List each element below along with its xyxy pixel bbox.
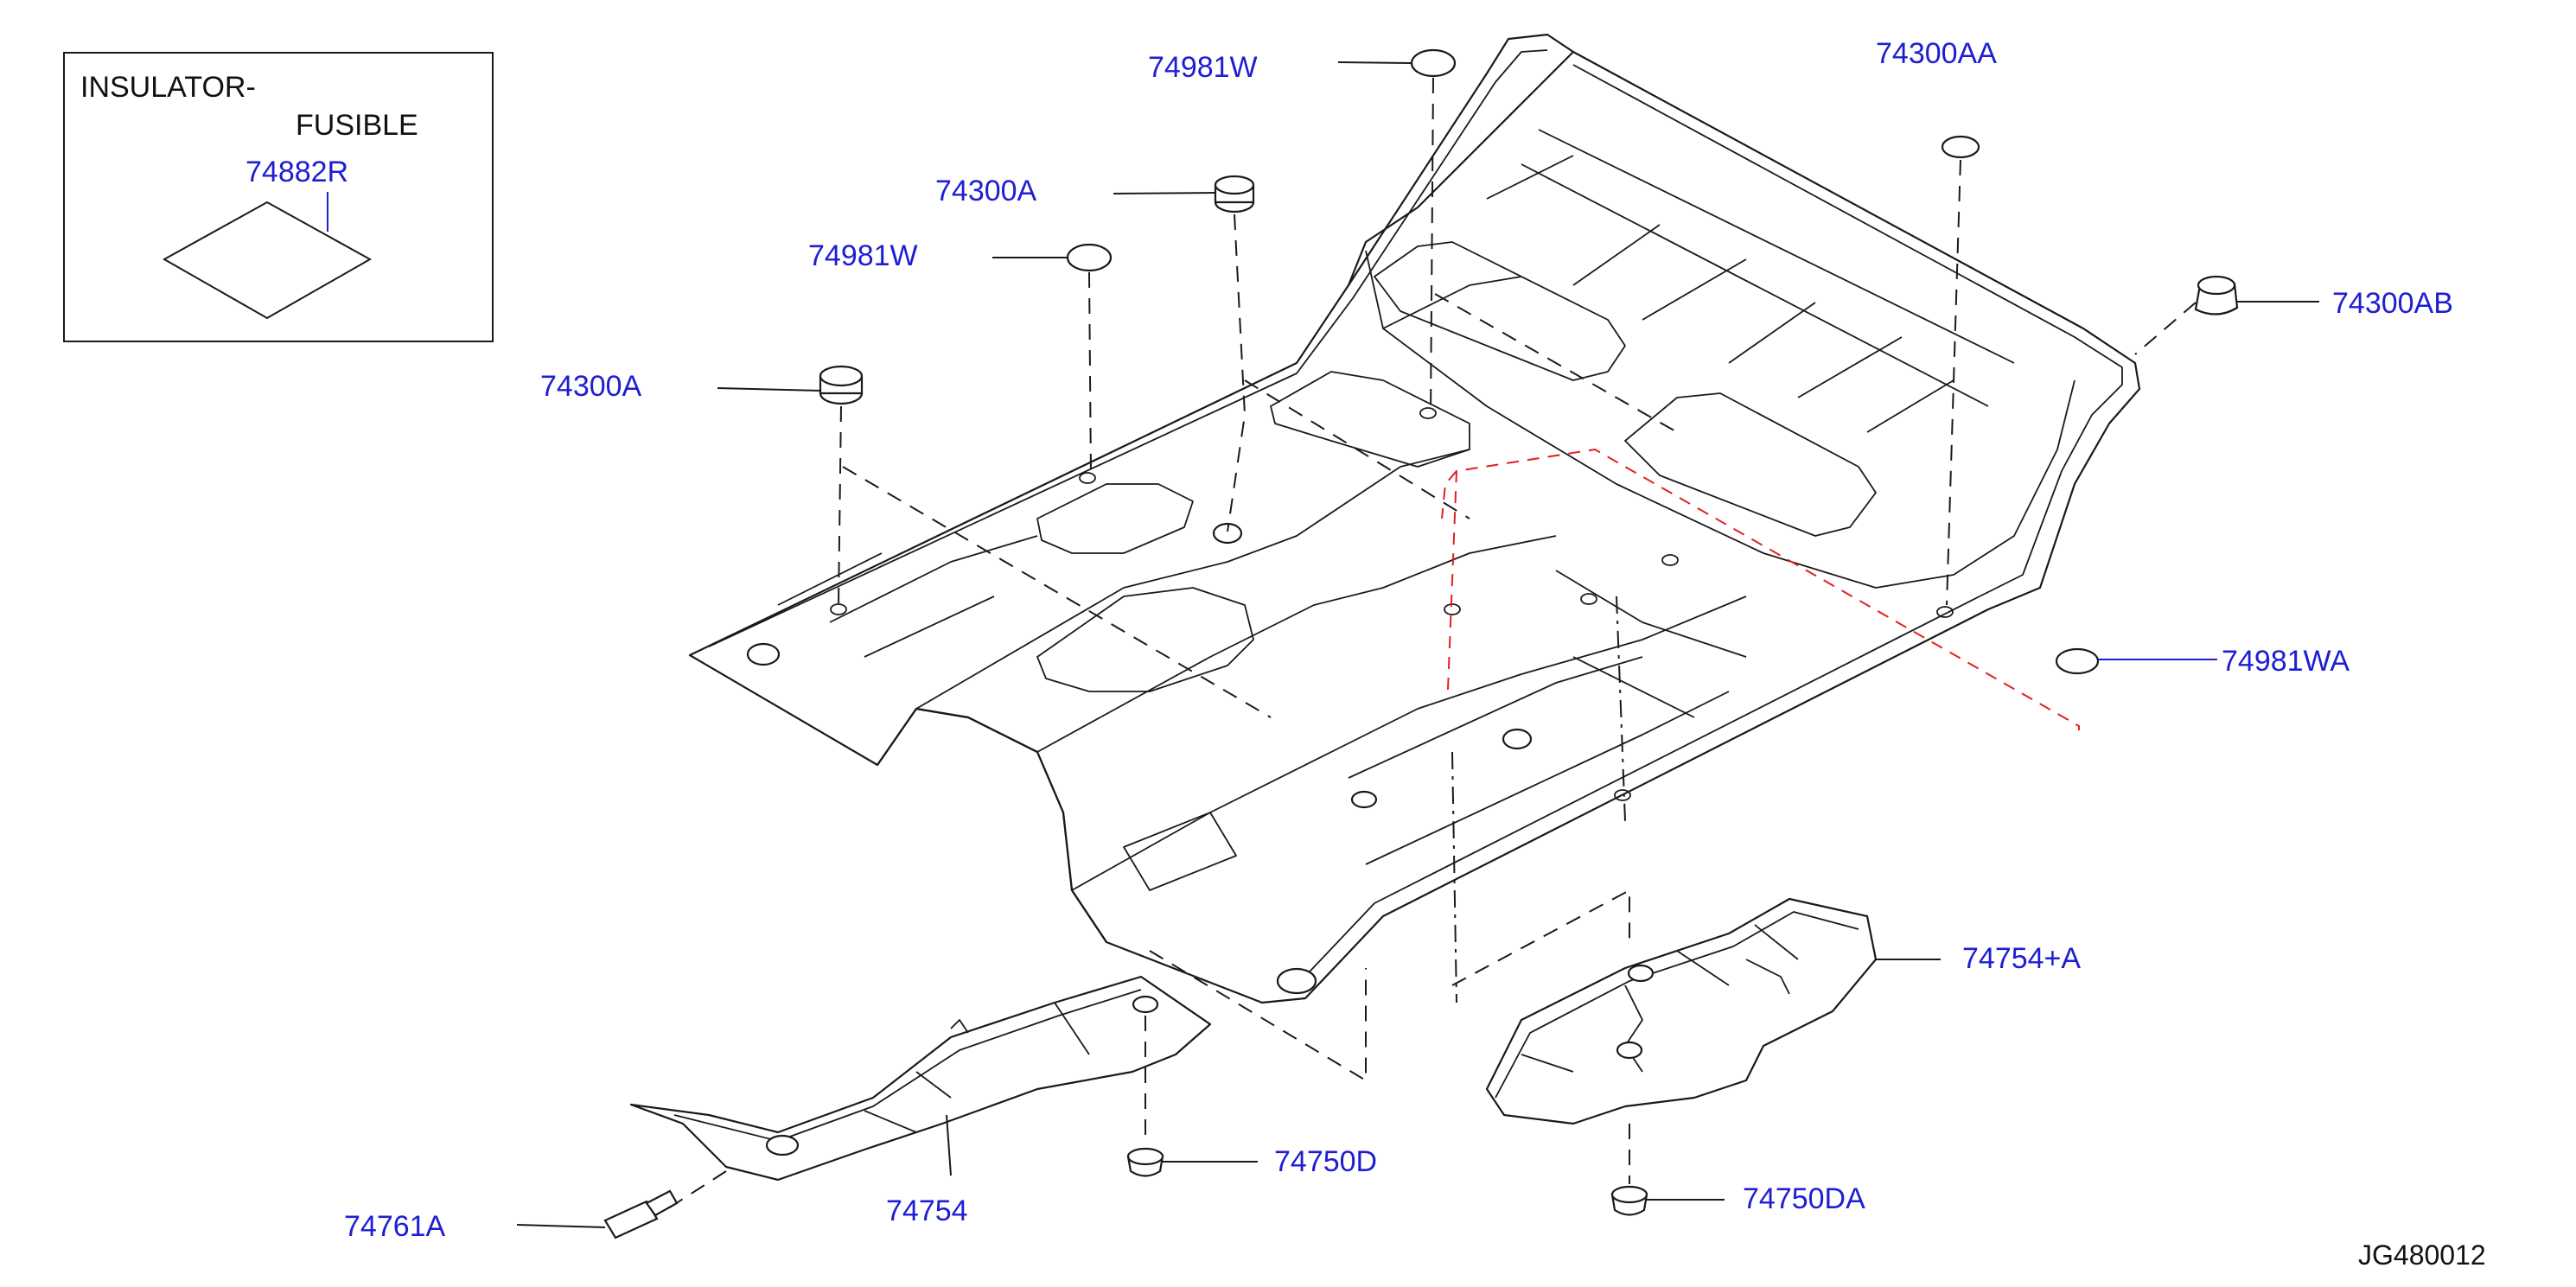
highlight-74981WA-corner — [1441, 470, 1457, 519]
inset-box: INSULATOR- FUSIBLE 74882R — [63, 52, 494, 342]
proj-74754-bracket — [1149, 950, 1367, 1082]
rear-floor-pocket-left — [1374, 241, 1626, 381]
leader-74300A-upper — [1113, 192, 1216, 194]
plug-seat-6 — [1580, 593, 1597, 605]
plug-seat-1 — [1079, 472, 1096, 484]
label-74981WA[interactable]: 74981WA — [2222, 645, 2350, 678]
side-sill-lines — [1348, 656, 1730, 865]
label-74754A[interactable]: 74754+A — [1962, 942, 2081, 975]
label-74300A-upper[interactable]: 74300A — [935, 175, 1037, 207]
nut-74750DA[interactable] — [1610, 1185, 1648, 1216]
proj-diagonals — [842, 293, 1678, 718]
proj-centerlines — [1451, 596, 1626, 1003]
highlight-74981WA-area — [1447, 448, 2080, 730]
proj-74300A-left — [838, 405, 842, 606]
plug-74300AB[interactable] — [2194, 275, 2239, 315]
rear-floor-rib-a — [1382, 276, 1522, 329]
label-74750D[interactable]: 74750D — [1274, 1145, 1377, 1178]
plug-seat-4 — [1661, 554, 1679, 566]
floor-hole-1 — [746, 642, 781, 666]
label-74750DA[interactable]: 74750DA — [1743, 1182, 1865, 1215]
tunnel-side-line — [1036, 535, 1557, 753]
rear-floor-ribs — [1486, 155, 1954, 433]
label-74754[interactable]: 74754 — [886, 1195, 968, 1227]
proj-74981W-top — [1430, 77, 1434, 416]
floor-hole-3 — [1502, 728, 1533, 750]
plug-seat-2 — [830, 603, 847, 615]
inset-title-line2: FUSIBLE — [296, 109, 418, 142]
tunnel-top-line — [915, 449, 1470, 710]
plug-seat-8 — [1614, 789, 1631, 801]
center-floor-ribs — [1555, 570, 1747, 718]
front-floor-ribs — [777, 535, 1038, 658]
plug-seat-3 — [1419, 407, 1437, 419]
front-floor-pocket-right — [1270, 371, 1470, 468]
label-74761A[interactable]: 74761A — [344, 1210, 446, 1243]
figure-id: JG480012 — [2358, 1239, 2486, 1271]
label-74300AA[interactable]: 74300AA — [1876, 37, 1997, 70]
floor-right-flange — [1296, 64, 2123, 986]
floor-left-flange — [708, 49, 1548, 647]
tunnel-front-edge — [876, 707, 1108, 944]
label-74300AB[interactable]: 74300AB — [2332, 287, 2453, 320]
plug-74981W-mid[interactable] — [1066, 243, 1113, 272]
undercover-74754A[interactable] — [1485, 897, 1878, 1125]
leader-74761A — [516, 1224, 606, 1228]
rear-step-edge — [1347, 50, 1575, 287]
insulator-pad-shape — [162, 201, 373, 320]
leader-74981W-top — [1337, 61, 1412, 64]
rear-floor-pocket-right — [1624, 392, 1877, 537]
proj-74754A-bracket — [1451, 889, 1630, 986]
plug-74300A-left[interactable] — [819, 365, 864, 405]
leader-74754 — [946, 1114, 952, 1176]
label-74300A-left[interactable]: 74300A — [540, 370, 642, 403]
bolt-74761A[interactable] — [603, 1189, 679, 1239]
proj-74981W-mid — [1088, 271, 1092, 476]
plug-74300AA[interactable] — [1941, 135, 1980, 159]
plug-74981WA[interactable] — [2055, 647, 2100, 675]
plug-74300A-upper[interactable] — [1214, 175, 1255, 213]
inset-title-line1: INSULATOR- — [80, 71, 256, 104]
proj-74300A-upper — [1227, 213, 1247, 532]
tunnel-lower-line — [1071, 596, 1747, 891]
label-74981W-top[interactable]: 74981W — [1148, 51, 1258, 84]
nut-74750D[interactable] — [1126, 1147, 1164, 1177]
proj-74300AA — [1946, 159, 1961, 606]
label-74981W-mid[interactable]: 74981W — [808, 239, 918, 272]
floor-hole-4 — [1276, 967, 1317, 995]
floor-hole-5 — [1350, 790, 1378, 809]
rear-floor-long-ribs — [1521, 129, 2015, 407]
plug-seat-5 — [1936, 606, 1954, 618]
floor-hole-2 — [1212, 522, 1243, 545]
front-floor-pocket-left — [1036, 587, 1254, 692]
plug-74981W-top[interactable] — [1410, 48, 1457, 78]
front-floor-pocket-mid — [1036, 483, 1194, 554]
label-74882R[interactable]: 74882R — [245, 156, 348, 188]
plug-seat-7 — [1444, 603, 1461, 615]
rear-floor-lower-edge — [1365, 250, 2075, 589]
leader-74300A-left — [717, 387, 822, 392]
undercover-74754[interactable] — [629, 975, 1212, 1182]
front-floor-bracket — [1123, 812, 1237, 891]
floor-panel — [688, 33, 2141, 1004]
floor-outline — [688, 33, 2141, 1004]
proj-74300AB — [2134, 302, 2197, 355]
